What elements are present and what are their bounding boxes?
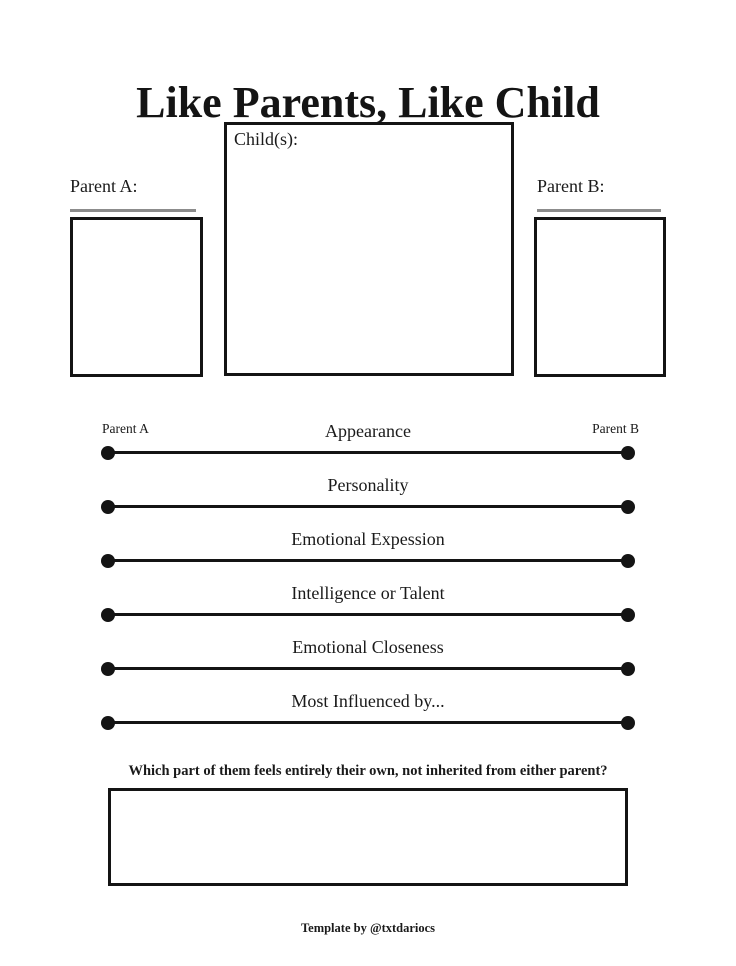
slider-row-intelligence-or-talent: Intelligence or Talent — [101, 581, 635, 626]
slider-dot-right[interactable] — [621, 608, 635, 622]
slider-dot-right[interactable] — [621, 662, 635, 676]
parent-a-box[interactable] — [70, 217, 203, 377]
slider-dot-left[interactable] — [101, 500, 115, 514]
slider-label: Emotional Expession — [291, 529, 445, 549]
slider-dot-left[interactable] — [101, 554, 115, 568]
child-box[interactable]: Child(s): — [224, 122, 514, 376]
question-prompt: Which part of them feels entirely their … — [128, 763, 608, 779]
question-answer-box[interactable] — [108, 788, 628, 886]
slider-track[interactable] — [108, 613, 628, 616]
slider-dot-right[interactable] — [621, 716, 635, 730]
slider-track[interactable] — [108, 505, 628, 508]
slider-track[interactable] — [108, 721, 628, 724]
page-title: Like Parents, Like Child — [136, 78, 600, 128]
slider-dot-left[interactable] — [101, 662, 115, 676]
parent-b-box[interactable] — [534, 217, 666, 377]
slider-track[interactable] — [108, 667, 628, 670]
parent-a-label: Parent A: — [70, 176, 138, 196]
slider-track[interactable] — [108, 451, 628, 454]
slider-dot-left[interactable] — [101, 608, 115, 622]
slider-label: Intelligence or Talent — [291, 583, 445, 603]
parent-b-label: Parent B: — [537, 176, 605, 196]
slider-row-emotional-expession: Emotional Expession — [101, 527, 635, 572]
slider-dot-right[interactable] — [621, 554, 635, 568]
slider-row-emotional-closeness: Emotional Closeness — [101, 635, 635, 680]
child-box-label: Child(s): — [234, 129, 299, 149]
parent-b-underline — [537, 209, 661, 212]
slider-row-appearance: Parent A Parent B Appearance — [101, 419, 639, 464]
parent-a-underline — [70, 209, 196, 212]
slider-row-personality: Personality — [101, 473, 635, 518]
slider-end-label-parent-a: Parent A — [102, 421, 149, 436]
slider-dot-right[interactable] — [621, 500, 635, 514]
slider-dot-right[interactable] — [621, 446, 635, 460]
slider-label: Emotional Closeness — [292, 637, 444, 657]
slider-dot-left[interactable] — [101, 716, 115, 730]
footer-credit: Template by @txtdariocs — [300, 921, 436, 935]
slider-label: Most Influenced by... — [291, 691, 445, 711]
slider-dot-left[interactable] — [101, 446, 115, 460]
slider-row-most-influenced-by: Most Influenced by... — [101, 689, 635, 734]
slider-label: Appearance — [325, 421, 411, 441]
slider-label: Personality — [327, 475, 409, 495]
slider-track[interactable] — [108, 559, 628, 562]
slider-end-label-parent-b: Parent B — [592, 421, 639, 436]
